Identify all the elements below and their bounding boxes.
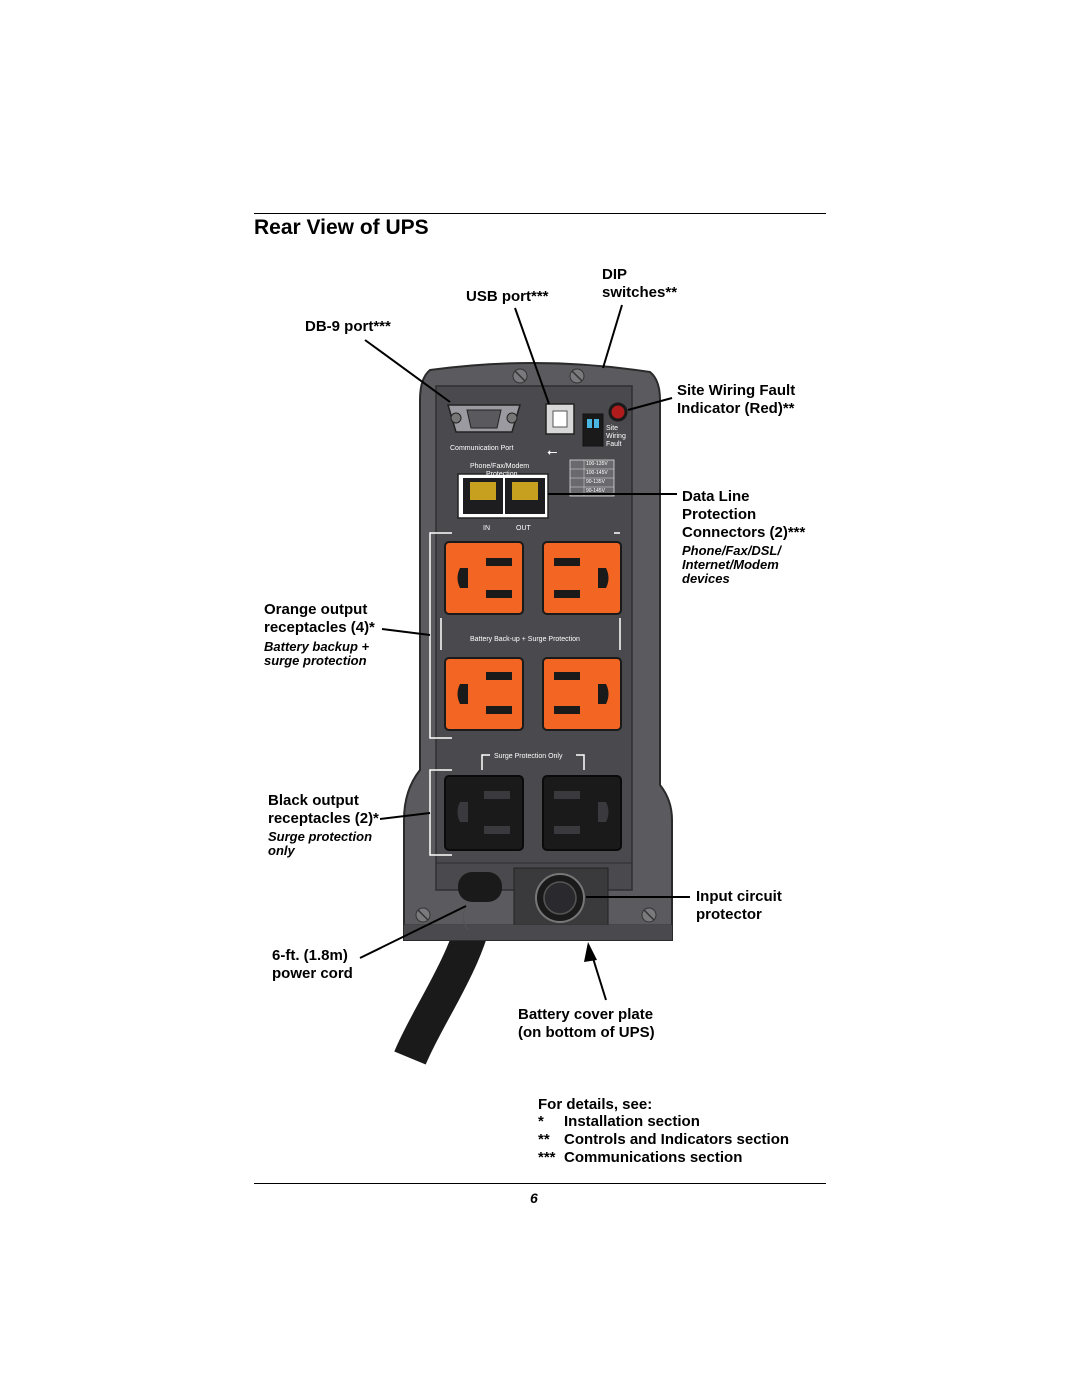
data-line-sub-1: Phone/Fax/DSL/	[682, 543, 781, 558]
dip-table-row: 90-135V	[586, 479, 605, 485]
phone-label-line1: Phone/Fax/Modem	[470, 463, 530, 470]
page-title: Rear View of UPS	[254, 216, 429, 239]
dip-label-2: switches**	[602, 284, 678, 301]
input-circuit-protector	[535, 873, 585, 923]
data-line-sub-2: Internet/Modem	[682, 557, 779, 572]
dip-table-row: 100-135V	[586, 461, 608, 467]
site-wiring-fault-led	[608, 402, 628, 422]
site-wiring-label-2: Indicator (Red)**	[677, 400, 795, 417]
orange-receptacle	[542, 657, 622, 731]
top-rule	[254, 213, 826, 214]
out-label: OUT	[516, 525, 531, 532]
orange-label-1: Orange output	[264, 601, 368, 618]
black-sub-1: Surge protection	[268, 829, 373, 844]
orange-receptacle	[444, 541, 524, 615]
surge-band-label: Surge Protection Only	[494, 753, 563, 760]
black-sub-2: only	[268, 843, 295, 858]
site-label-2: Wiring	[606, 433, 626, 440]
power-cord-label-2: power cord	[272, 965, 353, 982]
legend-mark: *	[538, 1113, 544, 1130]
orange-receptacles	[444, 541, 622, 731]
db9-label: DB-9 port***	[305, 318, 391, 335]
page-number: 6	[530, 1190, 538, 1206]
legend-mark: ***	[538, 1149, 556, 1166]
usb-icon: ⭠	[547, 445, 557, 460]
in-label: IN	[483, 525, 490, 532]
orange-sub-2: surge protection	[264, 653, 367, 668]
usb-port	[545, 403, 575, 435]
data-line-label-1: Data Line	[682, 488, 750, 505]
legend-mark: **	[538, 1131, 550, 1148]
power-cord-label-1: 6-ft. (1.8m)	[272, 947, 348, 964]
data-line-connectors	[457, 473, 549, 519]
usb-label: USB port***	[466, 288, 549, 305]
dip-table-row: 90-145V	[586, 488, 605, 494]
site-wiring-label-1: Site Wiring Fault	[677, 382, 796, 399]
legend-item: *** Communications section	[538, 1149, 742, 1166]
orange-sub-1: Battery backup +	[264, 639, 370, 654]
communication-port-label: Communication Port	[450, 445, 514, 452]
battery-band-label: Battery Back-up + Surge Protection	[470, 636, 580, 643]
battery-cover-label-1: Battery cover plate	[518, 1006, 654, 1023]
data-line-sub-3: devices	[682, 571, 730, 586]
black-receptacle	[444, 775, 524, 851]
legend-item: ** Controls and Indicators section	[538, 1131, 789, 1148]
black-receptacles	[444, 775, 622, 851]
db9-port	[446, 404, 522, 433]
data-line-label-2: Protection	[682, 506, 757, 523]
site-label-1: Site	[606, 425, 619, 432]
phone-label-line2: Protection	[486, 471, 518, 478]
orange-receptacle	[444, 657, 524, 731]
legend-text: Installation section	[564, 1113, 700, 1130]
input-circuit-label-1: Input circuit	[696, 888, 782, 905]
orange-label-2: receptacles (4)*	[264, 619, 375, 636]
legend-heading: For details, see:	[538, 1096, 653, 1113]
dip-table	[569, 459, 615, 497]
orange-receptacle	[542, 541, 622, 615]
dip-table-row: 100-145V	[586, 470, 608, 476]
site-label-3: Fault	[606, 441, 622, 448]
legend-item: * Installation section	[538, 1113, 700, 1130]
legend-text: Communications section	[564, 1149, 743, 1166]
callout-leader-lines	[359, 304, 690, 1001]
screw-icons	[415, 368, 657, 923]
black-receptacle	[542, 775, 622, 851]
dip-label-1: DIP	[602, 266, 628, 283]
black-label-2: receptacles (2)*	[268, 810, 379, 827]
bottom-rule	[254, 1183, 826, 1184]
dip-switches	[582, 413, 604, 447]
black-label-1: Black output	[268, 792, 359, 809]
battery-cover-arrowhead	[584, 942, 597, 962]
battery-cover-label-2: (on bottom of UPS)	[518, 1024, 655, 1041]
data-line-label-3: Connectors (2)***	[682, 524, 806, 541]
input-circuit-label-2: protector	[696, 906, 762, 923]
legend-text: Controls and Indicators section	[564, 1131, 790, 1148]
